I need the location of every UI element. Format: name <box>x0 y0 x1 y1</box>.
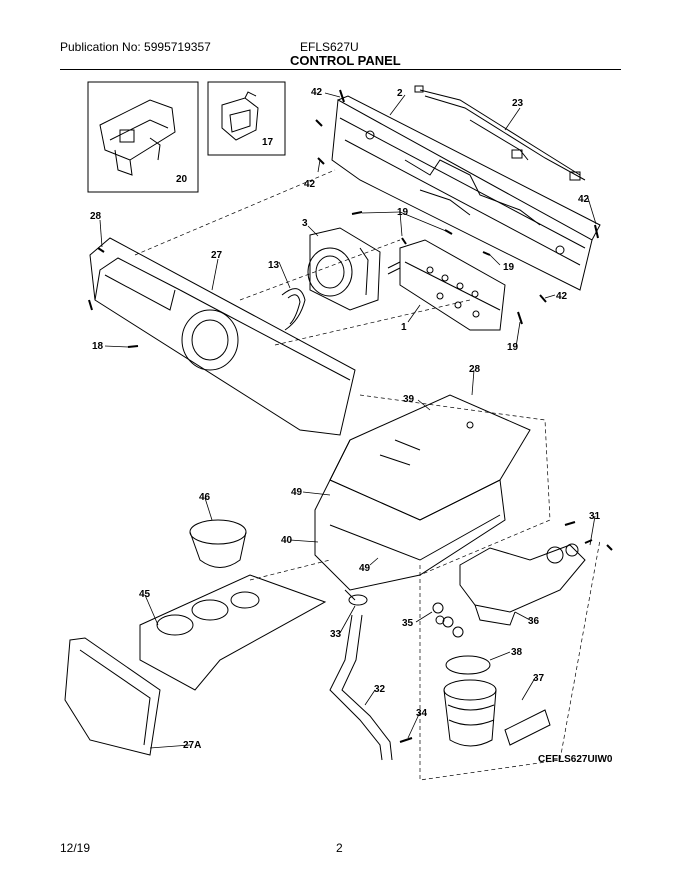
inset-box-part-17 <box>207 81 286 156</box>
callout-33: 33 <box>330 629 342 640</box>
inset-box-part-20 <box>87 81 199 193</box>
part-23-wiring-harness <box>414 85 586 181</box>
callout-19: 19 <box>503 262 515 273</box>
callout-20: 20 <box>176 174 188 185</box>
part-38-clamp-ring <box>445 655 491 675</box>
callout-37: 37 <box>533 673 545 684</box>
callout-49: 49 <box>359 563 371 574</box>
callout-32: 32 <box>374 684 386 695</box>
assembly-guide-lines <box>134 169 601 781</box>
callout-23: 23 <box>512 98 524 109</box>
callout-34: 34 <box>416 708 428 719</box>
page-number: 2 <box>336 841 343 855</box>
part-32-hose <box>329 614 393 761</box>
callout-3: 3 <box>302 218 308 229</box>
publication-number: Publication No: 5995719357 <box>60 40 211 54</box>
callout-39: 39 <box>403 394 415 405</box>
callout-40: 40 <box>281 535 293 546</box>
part-36-water-valve <box>459 543 586 626</box>
part-45-dispenser-drawer <box>139 574 327 691</box>
part-46-detergent-cup <box>189 519 247 568</box>
part-13-knob-ring <box>281 288 306 331</box>
callout-19: 19 <box>507 342 519 353</box>
callout-42: 42 <box>304 179 316 190</box>
callout-28: 28 <box>469 364 481 375</box>
callout-36: 36 <box>528 616 540 627</box>
publication-date: 12/19 <box>60 841 91 855</box>
model-number: EFLS627U <box>300 40 359 54</box>
callout-27: 27 <box>211 250 223 261</box>
part-27-fascia <box>89 237 356 436</box>
part-35-washers <box>432 602 464 638</box>
part-20-drawing <box>99 99 176 176</box>
callout-18: 18 <box>92 341 104 352</box>
page-title: CONTROL PANEL <box>290 53 401 68</box>
callout-46: 46 <box>199 492 211 503</box>
part-27A-drawer-front <box>64 637 161 756</box>
part-40-dispenser-housing <box>314 479 506 601</box>
header-rule <box>60 69 621 70</box>
callout-19: 19 <box>397 207 409 218</box>
callout-35: 35 <box>402 618 414 629</box>
callout-38: 38 <box>511 647 523 658</box>
part-1-control-board <box>387 239 506 331</box>
callout-42: 42 <box>556 291 568 302</box>
leader-lines <box>99 92 597 749</box>
part-2-rear-panel <box>331 95 601 291</box>
part-33-clamp <box>348 594 368 606</box>
callout-2: 2 <box>397 88 403 99</box>
screws <box>88 89 613 551</box>
part-3-knob-assembly <box>307 227 381 311</box>
part-37-bellows <box>443 679 551 747</box>
callout-1: 1 <box>401 322 407 333</box>
callout-45: 45 <box>139 589 151 600</box>
callout-42: 42 <box>311 87 323 98</box>
callout-42: 42 <box>578 194 590 205</box>
callout-17: 17 <box>262 137 274 148</box>
callout-27A: 27A <box>183 740 201 751</box>
callout-13: 13 <box>268 260 280 271</box>
diagram-code: CEFLS627UIW0 <box>538 754 613 765</box>
part-34-clip <box>399 737 413 743</box>
callout-49: 49 <box>291 487 303 498</box>
callout-31: 31 <box>589 511 601 522</box>
part-17-drawing <box>221 91 259 141</box>
callout-28: 28 <box>90 211 102 222</box>
